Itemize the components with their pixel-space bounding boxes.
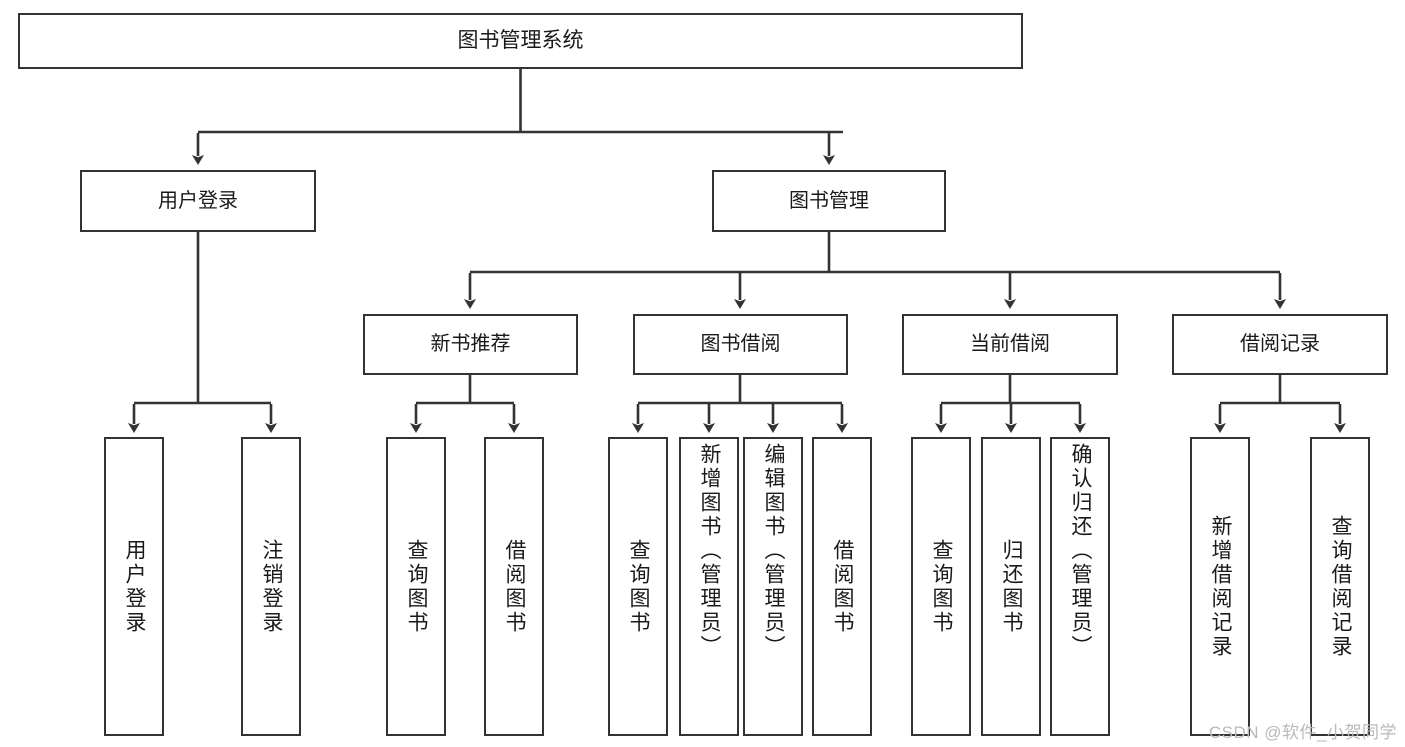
node-new-book-rec[interactable]: 新书推荐 [363, 314, 578, 375]
node-user-login-label: 用户登录 [158, 189, 238, 212]
node-new-book-rec-label: 新书推荐 [430, 333, 511, 355]
node-leaf-query-book-3-label: 查询图书 [930, 538, 954, 635]
node-leaf-add-book-label: 新增图书（管理员） [698, 443, 722, 659]
node-leaf-query-book-1-label: 查询图书 [405, 538, 429, 635]
node-leaf-query-record-label: 查询借阅记录 [1329, 514, 1353, 659]
node-leaf-add-record-label: 新增借阅记录 [1209, 514, 1233, 659]
node-leaf-query-book-2[interactable]: 查询图书 [608, 437, 668, 736]
node-leaf-edit-book-label: 编辑图书（管理员） [762, 443, 786, 659]
node-leaf-add-book[interactable]: 新增图书（管理员） [679, 437, 739, 736]
node-leaf-confirm-return[interactable]: 确认归还（管理员） [1050, 437, 1110, 736]
node-leaf-borrow-book-1[interactable]: 借阅图书 [484, 437, 544, 736]
edge-newbook-to-leaves [410, 375, 520, 433]
node-borrow-record-label: 借阅记录 [1240, 333, 1320, 355]
node-leaf-query-book-3[interactable]: 查询图书 [911, 437, 971, 736]
node-leaf-return-book[interactable]: 归还图书 [981, 437, 1041, 736]
node-leaf-user-login[interactable]: 用户登录 [104, 437, 164, 736]
node-root[interactable]: 图书管理系统 [18, 13, 1023, 69]
node-leaf-confirm-return-label: 确认归还（管理员） [1069, 443, 1093, 659]
node-leaf-user-logout[interactable]: 注销登录 [241, 437, 301, 736]
node-root-label: 图书管理系统 [457, 28, 584, 52]
edge-borrowrecord-to-leaves [1214, 375, 1346, 433]
node-leaf-user-login-label: 用户登录 [123, 538, 147, 635]
node-book-borrow-label: 图书借阅 [700, 333, 781, 355]
node-current-borrow[interactable]: 当前借阅 [902, 314, 1118, 375]
edge-currentborrow-to-leaves [935, 375, 1086, 433]
edge-bookmanage-to-level3 [464, 232, 1286, 309]
edge-userlogin-to-leaves [128, 232, 277, 433]
node-book-manage-label: 图书管理 [789, 189, 869, 212]
node-leaf-query-book-2-label: 查询图书 [627, 538, 651, 635]
node-leaf-query-record[interactable]: 查询借阅记录 [1310, 437, 1370, 736]
node-leaf-query-book-1[interactable]: 查询图书 [386, 437, 446, 736]
node-leaf-borrow-book-1-label: 借阅图书 [503, 538, 527, 635]
node-leaf-borrow-book-2[interactable]: 借阅图书 [812, 437, 872, 736]
edge-bookborrow-to-leaves [632, 375, 848, 433]
node-book-borrow[interactable]: 图书借阅 [633, 314, 848, 375]
edge-root-to-level2 [192, 69, 843, 165]
node-current-borrow-label: 当前借阅 [970, 333, 1050, 355]
node-user-login[interactable]: 用户登录 [80, 170, 316, 232]
watermark: CSDN @软件_小贺同学 [1208, 723, 1397, 742]
node-leaf-add-record[interactable]: 新增借阅记录 [1190, 437, 1250, 736]
node-book-manage[interactable]: 图书管理 [712, 170, 946, 232]
node-borrow-record[interactable]: 借阅记录 [1172, 314, 1388, 375]
node-leaf-user-logout-label: 注销登录 [260, 538, 284, 635]
node-leaf-borrow-book-2-label: 借阅图书 [831, 538, 855, 635]
node-leaf-edit-book[interactable]: 编辑图书（管理员） [743, 437, 803, 736]
node-leaf-return-book-label: 归还图书 [1000, 538, 1024, 635]
